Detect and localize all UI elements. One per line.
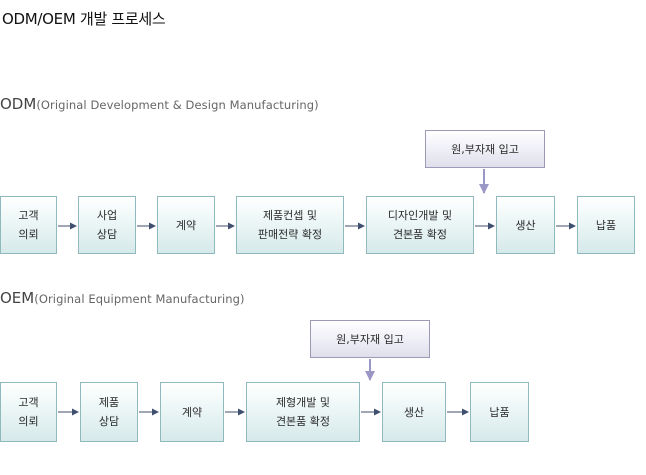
odm-step-delivery: 납품	[577, 196, 635, 254]
oem-step-client-request: 고객 의뢰	[0, 382, 57, 442]
oem-section-title: OEM(Original Equipment Manufacturing)	[0, 288, 245, 307]
oem-step-delivery: 납품	[470, 382, 529, 442]
oem-step-contract: 계약	[160, 382, 224, 442]
odm-step-client-request: 고객 의뢰	[0, 196, 57, 254]
page-title: ODM/OEM 개발 프로세스	[2, 10, 166, 28]
oem-step-production: 생산	[382, 382, 446, 442]
odm-abbr: ODM	[0, 95, 37, 113]
odm-section-title: ODM(Original Development & Design Manufa…	[0, 94, 319, 113]
odm-materials-input-box: 원,부자재 입고	[425, 130, 545, 168]
oem-materials-input-box: 원,부자재 입고	[310, 320, 430, 358]
odm-step-production: 생산	[496, 196, 555, 254]
odm-step-contract: 계약	[157, 196, 215, 254]
oem-abbr: OEM	[0, 289, 35, 307]
odm-step-concept-strategy: 제품컨셉 및 판매전략 확정	[236, 196, 344, 254]
oem-step-product-consult: 제품 상담	[80, 382, 138, 442]
odm-full-name: (Original Development & Design Manufactu…	[36, 98, 319, 112]
oem-full-name: (Original Equipment Manufacturing)	[34, 292, 245, 306]
oem-step-formulation-sample: 제형개발 및 견본품 확정	[246, 382, 360, 442]
odm-step-business-consult: 사업 상담	[78, 196, 136, 254]
odm-step-design-sample: 디자인개발 및 견본품 확정	[366, 196, 474, 254]
